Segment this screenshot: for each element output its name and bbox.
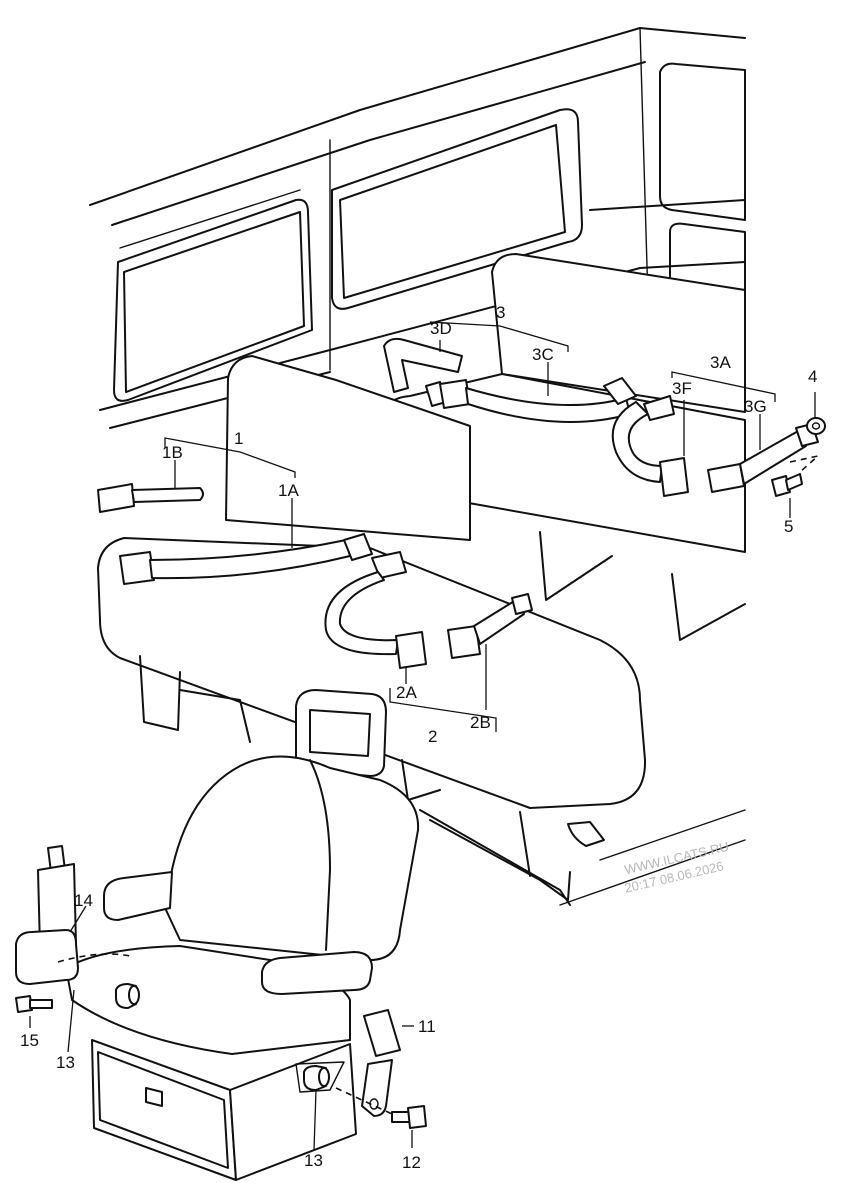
retractor-14	[15, 845, 131, 985]
belt-3C	[425, 377, 637, 423]
belt-3D	[383, 337, 463, 393]
label-11: 11	[418, 1017, 436, 1036]
label-13-right: 13	[304, 1151, 323, 1170]
label-1: 1	[234, 429, 243, 448]
label-3A: 3A	[710, 353, 731, 372]
belt-1B	[97, 483, 204, 513]
bolt-12	[335, 1087, 427, 1129]
spacer-13-right	[295, 1061, 345, 1093]
bolt-15	[15, 995, 53, 1013]
washer-4	[806, 417, 826, 435]
part-labels: 1 1A 1B 2 2A 2B 3 3A 3C 3D 3F 3G 4 5 11 …	[20, 303, 817, 1172]
spacer-13-left	[115, 983, 140, 1009]
label-3D: 3D	[430, 319, 452, 338]
label-14: 14	[74, 891, 93, 910]
label-13-left: 13	[56, 1053, 75, 1072]
label-1A: 1A	[278, 481, 299, 500]
label-1B: 1B	[162, 443, 183, 462]
belt-1A	[119, 533, 373, 585]
label-2: 2	[428, 727, 437, 746]
buckle-11	[361, 1009, 401, 1117]
label-5: 5	[784, 517, 793, 536]
label-3F: 3F	[672, 379, 692, 398]
belt-2A-2B	[324, 551, 533, 669]
label-4: 4	[808, 367, 817, 386]
label-12: 12	[402, 1153, 421, 1172]
label-3C: 3C	[532, 345, 554, 364]
label-3: 3	[496, 303, 505, 322]
bolt-5	[771, 454, 821, 497]
belt-3F-3G	[611, 395, 819, 497]
label-3G: 3G	[744, 397, 767, 416]
callout-lines	[29, 321, 816, 1151]
label-2A: 2A	[396, 683, 417, 702]
front-seat	[65, 689, 420, 1181]
vehicle-body-outline	[89, 27, 746, 429]
label-15: 15	[20, 1031, 39, 1050]
label-2B: 2B	[470, 713, 491, 732]
